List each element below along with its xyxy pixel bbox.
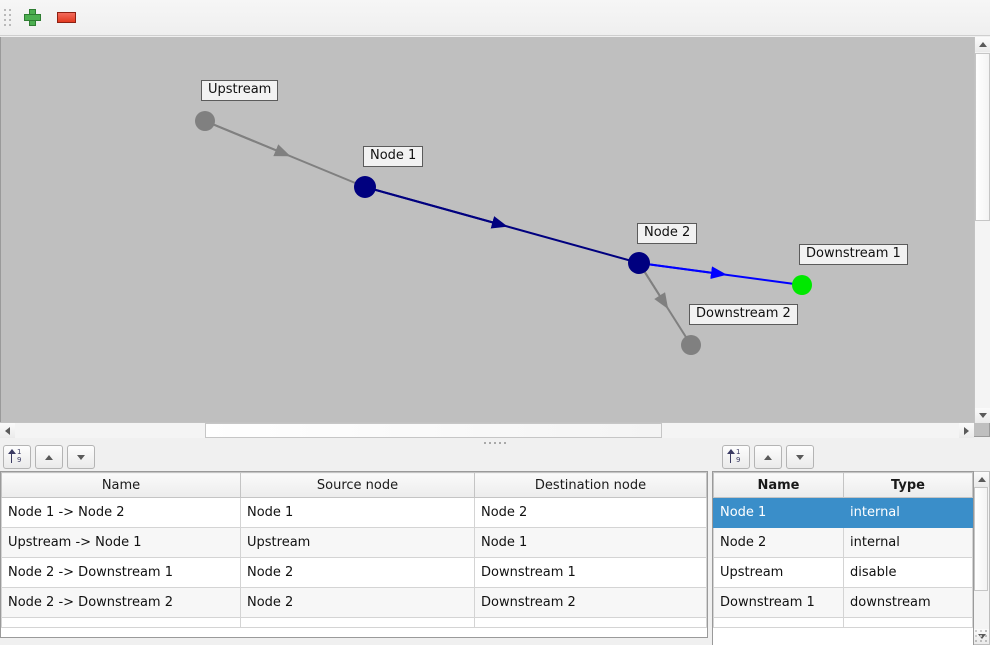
nodes-table[interactable]: Name Type Node 1 internal Node 2 interna… [713,472,973,628]
table-row[interactable]: Node 1 internal [713,497,973,528]
cell-source: Upstream [240,527,475,558]
graph-node-node1[interactable] [354,176,376,198]
cell-name: Downstream 1 [713,587,844,618]
table-row[interactable]: Upstream -> Node 1 Upstream Node 1 [1,527,707,558]
arrow-up-icon [45,454,53,460]
nodes-move-down-button[interactable] [786,445,814,469]
column-header-destination-node[interactable]: Destination node [474,472,707,498]
canvas-vertical-scrollbar[interactable] [974,37,990,423]
arrow-down-icon [77,454,85,460]
table-row[interactable]: Node 2 internal [713,527,973,558]
arrow-up-icon [764,454,772,460]
cell-name: Node 2 [713,527,844,558]
connections-table[interactable]: Name Source node Destination node Node 1… [1,472,707,628]
window-resize-grip[interactable] [974,629,988,643]
graph-label-downstream1[interactable]: Downstream 1 [799,244,908,265]
chevron-down-icon [978,413,987,418]
connections-move-down-button[interactable] [67,445,95,469]
chevron-up-icon [978,42,987,47]
graph-node-downstream2[interactable] [681,335,701,355]
table-row[interactable]: Node 2 -> Downstream 1 Node 2 Downstream… [1,557,707,588]
nodes-move-up-button[interactable] [754,445,782,469]
cell-type: downstream [843,587,973,618]
table-empty-row [713,617,973,628]
remove-button[interactable] [51,4,81,32]
scroll-up-button[interactable] [975,37,990,52]
cell-name: Upstream [713,557,844,588]
cell-name: Node 2 -> Downstream 2 [1,587,241,618]
canvas-vscroll-thumb[interactable] [975,53,990,221]
table-empty-row [1,617,707,628]
cell-source: Node 1 [240,497,475,528]
splitter-grip-icon [484,441,506,444]
canvas-horizontal-scrollbar[interactable] [0,422,974,438]
graph-canvas[interactable]: Upstream Node 1 Node 2 Downstream 1 Down… [0,37,990,437]
graph-drawing [195,111,812,355]
table-row[interactable]: Upstream disable [713,557,973,588]
scroll-right-button[interactable] [959,423,974,438]
cell-type: internal [843,497,973,528]
toolbar-drag-grip[interactable] [3,6,13,30]
cell-destination: Node 2 [474,497,707,528]
graph-node-downstream1[interactable] [792,275,812,295]
nodes-scroll-up-button[interactable] [974,472,989,487]
scroll-down-button[interactable] [975,408,990,423]
connections-grid-frame: Name Source node Destination node Node 1… [0,471,708,638]
main-toolbar [0,0,990,36]
graph-label-node1[interactable]: Node 1 [363,146,424,167]
cell-destination: Node 1 [474,527,707,558]
add-button[interactable] [17,4,47,32]
graph-node-node2[interactable] [628,252,650,274]
pane-splitter[interactable] [0,438,990,447]
canvas-hscroll-thumb[interactable] [205,423,662,438]
graph-label-upstream[interactable]: Upstream [201,80,279,101]
graph-node-upstream[interactable] [195,111,215,131]
cell-type: internal [843,527,973,558]
nodes-vscroll-thumb[interactable] [974,487,988,591]
table-row[interactable]: Node 2 -> Downstream 2 Node 2 Downstream… [1,587,707,618]
edge-upstream-node1 [204,120,366,188]
cell-name: Node 2 -> Downstream 1 [1,557,241,588]
plus-icon [23,9,41,26]
cell-name: Upstream -> Node 1 [1,527,241,558]
chevron-left-icon [5,426,10,435]
column-header-source-node[interactable]: Source node [240,472,475,498]
table-row[interactable]: Node 1 -> Node 2 Node 1 Node 2 [1,497,707,528]
cell-destination: Downstream 1 [474,557,707,588]
arrow-down-icon [796,454,804,460]
cell-source: Node 2 [240,557,475,588]
graph-label-node2[interactable]: Node 2 [637,223,698,244]
nodes-vertical-scrollbar[interactable] [974,471,990,645]
cell-source: Node 2 [240,587,475,618]
connections-move-up-button[interactable] [35,445,63,469]
edge-node2-downstream1 [638,262,803,286]
cell-destination: Downstream 2 [474,587,707,618]
column-header-name[interactable]: Name [1,472,241,498]
chevron-right-icon [964,426,969,435]
scroll-left-button[interactable] [0,423,15,438]
column-header-type[interactable]: Type [843,472,973,498]
cell-name: Node 1 -> Node 2 [1,497,241,528]
edge-node2-downstream2 [638,262,692,346]
nodes-grid-frame: Name Type Node 1 internal Node 2 interna… [712,471,974,645]
graph-label-downstream2[interactable]: Downstream 2 [689,304,798,325]
cell-type: disable [843,557,973,588]
connections-header-row: Name Source node Destination node [1,472,707,498]
nodes-header-row: Name Type [713,472,973,498]
minus-icon [56,12,76,23]
column-header-name[interactable]: Name [713,472,844,498]
table-row[interactable]: Downstream 1 downstream [713,587,973,618]
chevron-up-icon [977,477,986,482]
cell-name: Node 1 [713,497,844,528]
edge-node1-node2 [364,186,640,264]
